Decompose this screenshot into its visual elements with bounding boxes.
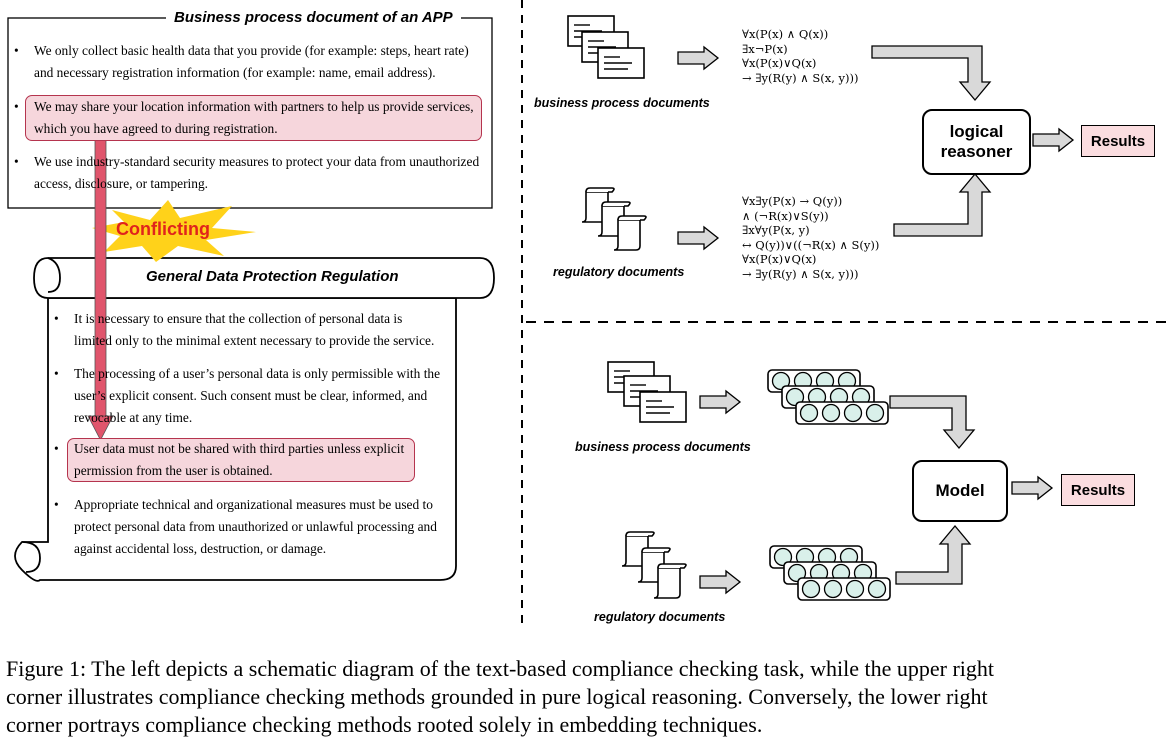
- embedding-cell: [823, 579, 843, 599]
- reasoner-line-2: reasoner: [940, 142, 1013, 161]
- hollow-arrow-icon: [699, 570, 741, 594]
- logical-reasoner-box: logical reasoner: [922, 109, 1031, 175]
- embedding-cell: [821, 403, 841, 423]
- reg-logic-line-5: ∀x(P(x)∨Q(x): [742, 252, 817, 266]
- gdpr-bullet-4-line-3: against accidental loss, destruction, or…: [74, 541, 327, 556]
- embedding-cell: [773, 547, 793, 567]
- embedding-cell: [771, 371, 791, 391]
- reg-logic-line-2: ∧ (¬R(x)∨S(y)): [742, 208, 829, 223]
- scroll-stack-icon: [581, 187, 647, 251]
- embedding-vector-icon: [767, 369, 889, 425]
- hollow-arrow-icon: [677, 226, 719, 250]
- business-process-title: Business process document of an APP: [166, 9, 461, 26]
- reg-logic-line-4: ↔ Q(y))∨((¬R(x) ∧ S(y)): [742, 237, 880, 252]
- figure-caption: Figure 1: The left depicts a schematic d…: [6, 655, 1170, 739]
- highlight-no-sharing: [67, 438, 415, 482]
- hollow-arrow-icon: [677, 46, 719, 70]
- gdpr-bullet-2-line-2: user’s explicit consent. Such consent mu…: [74, 388, 428, 403]
- bp-logic-line-3: ∀x(P(x)∨Q(x): [742, 56, 817, 70]
- ur-reg-label: regulatory documents: [553, 265, 685, 279]
- embedding-vector-row: [797, 577, 891, 601]
- highlight-share-location: [25, 95, 482, 141]
- embedding-vector-row: [795, 401, 889, 425]
- bp-bullet-2-line-2: which you have agreed to during registra…: [34, 121, 278, 136]
- bp-bullet-1-line-1: We only collect basic health data that y…: [34, 43, 469, 58]
- gdpr-bullet-1: • It is necessary to ensure that the col…: [54, 308, 454, 354]
- reg-logic-line-6: → ∃y(R(y) ∧ S(x, y))): [742, 266, 859, 281]
- hollow-arrow-icon: [893, 172, 992, 237]
- bp-bullet-3-line-1: We use industry-standard security measur…: [34, 154, 480, 169]
- embedding-cell: [843, 403, 863, 423]
- bp-logic-line-4: → ∃y(R(y) ∧ S(x, y))): [742, 70, 859, 85]
- gdpr-bullet-2: • The processing of a user’s personal da…: [54, 363, 454, 431]
- embedding-cell: [785, 387, 805, 407]
- bp-logic-line-1: ∀x(P(x) ∧ Q(x)): [742, 27, 829, 41]
- lr-bp-label: business process documents: [575, 440, 751, 454]
- gdpr-bullet-4-line-2: protect personal data from unauthorized …: [74, 519, 437, 534]
- hollow-arrow-icon: [699, 390, 741, 414]
- embedding-cell: [867, 579, 887, 599]
- gdpr-bullet-2-line-3: revocable at any time.: [74, 410, 193, 425]
- reasoner-line-1: logical: [949, 122, 1004, 141]
- bp-logic-line-2: ∃x¬P(x): [742, 41, 788, 56]
- results-box-upper: Results: [1081, 125, 1155, 157]
- caption-line-1: Figure 1: The left depicts a schematic d…: [6, 656, 995, 681]
- bp-bullet-3-line-2: access, disclosure, or tampering.: [34, 176, 209, 191]
- scroll-stack-icon: [621, 531, 687, 599]
- bp-logic-formulas: ∀x(P(x) ∧ Q(x)) ∃x¬P(x) ∀x(P(x)∨Q(x) → ∃…: [742, 27, 859, 85]
- embedding-vector-icon: [769, 545, 891, 601]
- gdpr-bullet-4-line-1: Appropriate technical and organizational…: [74, 497, 433, 512]
- gdpr-title: General Data Protection Regulation: [146, 268, 399, 285]
- document-stack-icon: [607, 361, 687, 423]
- lr-reg-label: regulatory documents: [594, 610, 726, 624]
- caption-line-3: corner portrays compliance checking meth…: [6, 712, 763, 737]
- hollow-arrow-icon: [895, 524, 972, 585]
- embedding-cell: [865, 403, 885, 423]
- reg-logic-line-3: ∃x∀y(P(x, y): [742, 223, 810, 237]
- bp-bullet-2-line-1: We may share your location information w…: [34, 99, 474, 114]
- reg-logic-formulas: ∀x∃y(P(x) → Q(y)) ∧ (¬R(x)∨S(y)) ∃x∀y(P(…: [742, 194, 879, 281]
- gdpr-bullet-2-line-1: The processing of a user’s personal data…: [74, 366, 441, 381]
- gdpr-bullet-4: • Appropriate technical and organization…: [54, 494, 454, 562]
- conflicting-label: Conflicting: [116, 219, 210, 239]
- hollow-arrow-icon: [871, 45, 992, 102]
- bp-bullet-1: • We only collect basic health data that…: [14, 40, 484, 86]
- hollow-arrow-icon: [889, 395, 976, 450]
- ur-bp-label: business process documents: [534, 96, 710, 110]
- bp-bullet-3: • We use industry-standard security meas…: [14, 151, 484, 197]
- gdpr-bullet-1-line-2: limited only to the minimal extent neces…: [74, 333, 435, 348]
- bp-bullet-1-line-2: and necessary registration information (…: [34, 65, 436, 80]
- embedding-cell: [799, 403, 819, 423]
- caption-line-2: corner illustrates compliance checking m…: [6, 684, 988, 709]
- hollow-arrow-icon: [1032, 128, 1074, 152]
- embedding-cell: [801, 579, 821, 599]
- gdpr-bullet-3: • User data must not be shared with thir…: [54, 438, 454, 484]
- hollow-arrow-icon: [1011, 476, 1053, 500]
- gdpr-bullet-3-line-1: User data must not be shared with third …: [74, 441, 405, 456]
- embedding-cell: [845, 579, 865, 599]
- results-box-lower: Results: [1061, 474, 1135, 506]
- document-stack-icon: [567, 15, 645, 79]
- conflict-burst: [92, 200, 256, 262]
- gdpr-bullet-3-line-2: permission from the user is obtained.: [74, 463, 273, 478]
- reg-logic-line-1: ∀x∃y(P(x) → Q(y)): [742, 194, 843, 208]
- gdpr-bullet-1-line-1: It is necessary to ensure that the colle…: [74, 311, 403, 326]
- bp-bullet-2: • We may share your location information…: [14, 96, 484, 142]
- embedding-cell: [787, 563, 807, 583]
- model-box: Model: [912, 460, 1008, 522]
